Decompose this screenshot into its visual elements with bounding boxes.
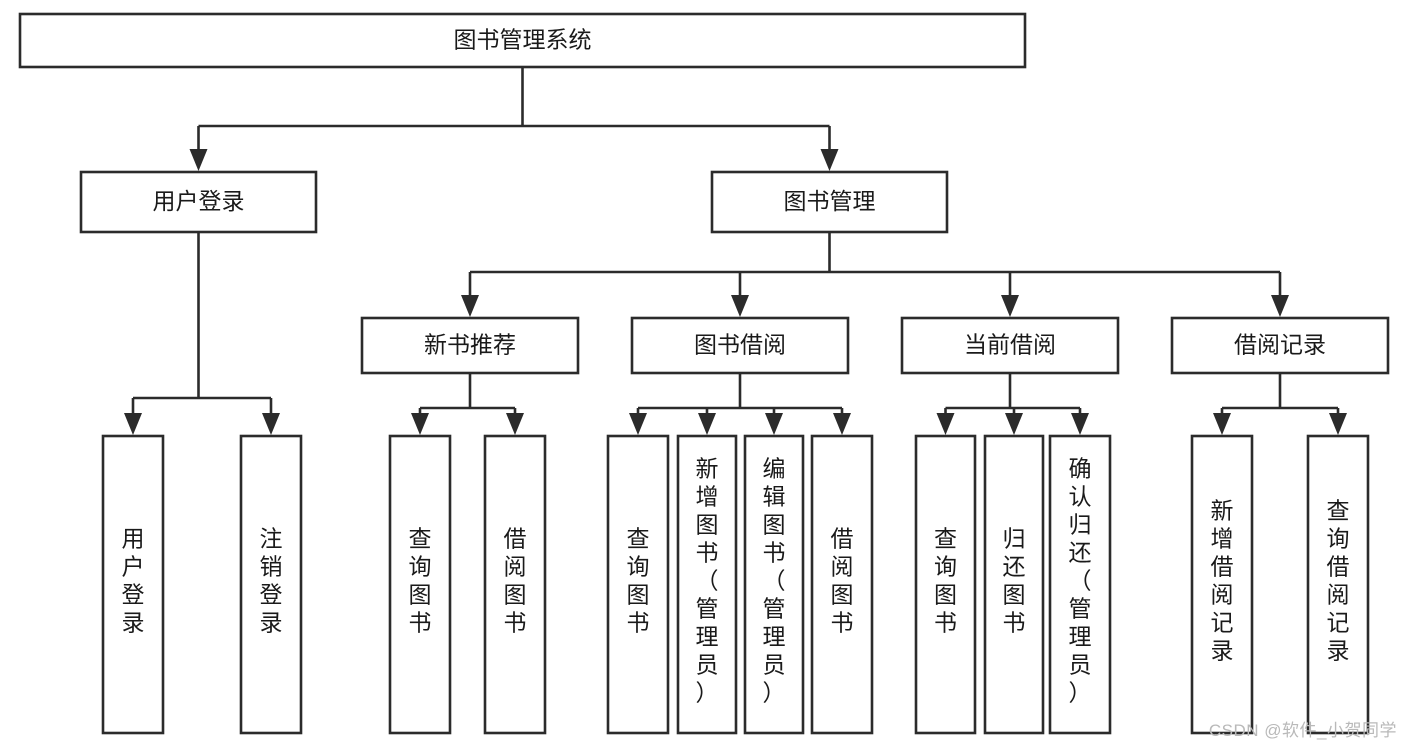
node-book-borrow[interactable]: 图书借阅 bbox=[630, 316, 850, 375]
node-label: 借阅图书 bbox=[504, 526, 527, 636]
edge-arrow-icon bbox=[461, 295, 479, 317]
node-book-manage[interactable]: 图书管理 bbox=[710, 170, 949, 234]
edge-arrow-icon bbox=[833, 413, 851, 435]
node-box bbox=[1190, 434, 1254, 735]
edge-arrow-icon bbox=[189, 149, 208, 171]
edge-arrow-icon bbox=[411, 413, 429, 435]
nodes-layer: 图书管理系统用户登录图书管理新书推荐图书借阅当前借阅借阅记录用户登录注销登录查询… bbox=[18, 12, 1390, 735]
node-box bbox=[18, 12, 1027, 69]
node-box bbox=[1306, 434, 1370, 735]
edge-arrow-icon bbox=[1271, 295, 1289, 317]
edge-arrow-icon bbox=[124, 413, 142, 435]
node-current-borrow[interactable]: 当前借阅 bbox=[900, 316, 1120, 375]
edge-arrow-icon bbox=[1005, 413, 1023, 435]
edge-arrow-icon bbox=[1001, 295, 1019, 317]
node-label: 确认归还（管理员） bbox=[1069, 456, 1092, 706]
node-label: 用户登录 bbox=[153, 188, 245, 214]
node-leaf-user-logout[interactable]: 注销登录 bbox=[239, 434, 303, 735]
node-leaf-return-book[interactable]: 归还图书 bbox=[983, 434, 1045, 735]
node-root[interactable]: 图书管理系统 bbox=[18, 12, 1027, 69]
node-label: 归还图书 bbox=[1003, 526, 1026, 636]
node-label: 图书借阅 bbox=[694, 332, 786, 358]
edge-arrow-icon bbox=[1213, 413, 1231, 435]
node-box bbox=[900, 316, 1120, 375]
node-user-login[interactable]: 用户登录 bbox=[79, 170, 318, 234]
node-box bbox=[914, 434, 977, 735]
node-label: 新书推荐 bbox=[424, 332, 516, 358]
edge-arrow-icon bbox=[1329, 413, 1347, 435]
node-leaf-query-book-borrow[interactable]: 查询图书 bbox=[606, 434, 670, 735]
edge-arrow-icon bbox=[765, 413, 783, 435]
node-box bbox=[388, 434, 452, 735]
edge-arrow-icon bbox=[506, 413, 524, 435]
node-leaf-query-book-current[interactable]: 查询图书 bbox=[914, 434, 977, 735]
node-box bbox=[983, 434, 1045, 735]
node-leaf-query-book-rec[interactable]: 查询图书 bbox=[388, 434, 452, 735]
watermark-label: CSDN @软件_小贺同学 bbox=[1208, 721, 1397, 740]
node-label: 图书管理系统 bbox=[454, 27, 592, 53]
node-label: 用户登录 bbox=[122, 526, 145, 636]
node-label: 当前借阅 bbox=[964, 332, 1056, 358]
node-label: 新增图书（管理员） bbox=[696, 456, 719, 706]
node-leaf-query-borrow-record[interactable]: 查询借阅记录 bbox=[1306, 434, 1370, 735]
node-leaf-borrow-book[interactable]: 借阅图书 bbox=[810, 434, 874, 735]
node-box bbox=[743, 434, 805, 735]
node-label: 新增借阅记录 bbox=[1211, 498, 1234, 664]
node-leaf-borrow-book-rec[interactable]: 借阅图书 bbox=[483, 434, 547, 735]
node-leaf-add-book-admin[interactable]: 新增图书（管理员） bbox=[676, 434, 738, 735]
node-box bbox=[710, 170, 949, 234]
node-box bbox=[1048, 434, 1112, 735]
node-borrow-record[interactable]: 借阅记录 bbox=[1170, 316, 1390, 375]
node-label: 查询图书 bbox=[409, 526, 432, 636]
edge-arrow-icon bbox=[731, 295, 749, 317]
node-box bbox=[79, 170, 318, 234]
node-box bbox=[239, 434, 303, 735]
node-box bbox=[360, 316, 580, 375]
edges-layer bbox=[124, 67, 1347, 435]
edge-arrow-icon bbox=[936, 413, 955, 435]
node-label: 借阅图书 bbox=[831, 526, 854, 636]
node-box bbox=[676, 434, 738, 735]
node-box bbox=[1170, 316, 1390, 375]
node-label: 查询图书 bbox=[627, 526, 650, 636]
node-box bbox=[630, 316, 850, 375]
edge-arrow-icon bbox=[629, 413, 647, 435]
node-new-book-rec[interactable]: 新书推荐 bbox=[360, 316, 580, 375]
node-leaf-user-login[interactable]: 用户登录 bbox=[101, 434, 165, 735]
node-box bbox=[483, 434, 547, 735]
edge-arrow-icon bbox=[262, 413, 280, 435]
node-label: 编辑图书（管理员） bbox=[763, 456, 786, 706]
node-leaf-edit-book-admin[interactable]: 编辑图书（管理员） bbox=[743, 434, 805, 735]
edge-arrow-icon bbox=[1071, 413, 1089, 435]
node-leaf-add-borrow-record[interactable]: 新增借阅记录 bbox=[1190, 434, 1254, 735]
node-label: 查询借阅记录 bbox=[1327, 498, 1350, 664]
node-label: 查询图书 bbox=[934, 526, 957, 636]
node-leaf-confirm-return-admin[interactable]: 确认归还（管理员） bbox=[1048, 434, 1112, 735]
node-label: 注销登录 bbox=[260, 526, 283, 636]
edge-arrow-icon bbox=[698, 413, 716, 435]
node-label: 借阅记录 bbox=[1234, 332, 1326, 358]
node-label: 图书管理 bbox=[784, 188, 876, 214]
edge-arrow-icon bbox=[820, 149, 839, 171]
node-box bbox=[101, 434, 165, 735]
node-box bbox=[606, 434, 670, 735]
node-box bbox=[810, 434, 874, 735]
